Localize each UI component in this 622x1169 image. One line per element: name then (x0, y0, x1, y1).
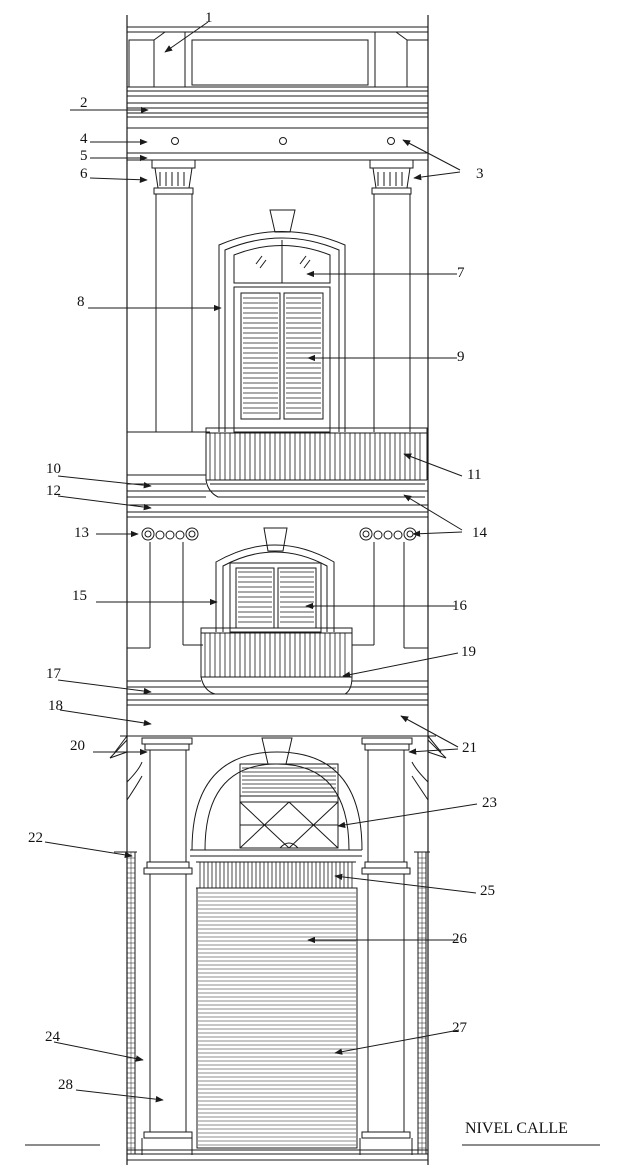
callout-5: 5 (80, 148, 88, 164)
callout-19: 19 (461, 644, 476, 660)
callout-25: 25 (480, 883, 495, 899)
entablature (127, 86, 428, 161)
leader-lines (44, 21, 478, 1103)
callout-7: 7 (457, 265, 465, 281)
fanlight-slats (242, 767, 336, 793)
callout-4: 4 (80, 131, 88, 147)
callout-13: 13 (74, 525, 89, 541)
callout-22: 22 (28, 830, 43, 846)
upper-window-louvers (243, 297, 321, 414)
mid-window-louvers (238, 571, 314, 623)
callout-9: 9 (457, 349, 465, 365)
arches (126, 737, 429, 851)
mid-balcony (127, 627, 428, 706)
callout-labels: 1 2 3 4 5 6 7 8 9 10 11 12 13 14 15 16 1… (28, 10, 568, 1137)
callout-20: 20 (70, 738, 85, 754)
callout-3: 3 (476, 166, 484, 182)
ground-line (25, 1144, 600, 1161)
upper-window (218, 209, 346, 433)
callout-17: 17 (46, 666, 62, 682)
callout-2: 2 (80, 95, 88, 111)
callout-18: 18 (48, 698, 63, 714)
callout-10: 10 (46, 461, 61, 477)
callout-21: 21 (462, 740, 477, 756)
callout-14: 14 (472, 525, 488, 541)
mid-balcony-railing (204, 633, 346, 677)
parapet (127, 26, 429, 88)
callout-8: 8 (77, 294, 85, 310)
ground-columns (141, 737, 413, 1155)
callout-23: 23 (482, 795, 497, 811)
rolling-shutter (196, 887, 358, 1149)
callout-26: 26 (452, 931, 468, 947)
callout-12: 12 (46, 483, 61, 499)
callout-28: 28 (58, 1077, 73, 1093)
callout-24: 24 (45, 1029, 61, 1045)
shutter-slats (198, 892, 356, 1146)
callout-6: 6 (80, 166, 88, 182)
callout-1: 1 (205, 10, 213, 26)
upper-balcony (127, 427, 428, 518)
callout-27: 27 (452, 1020, 468, 1036)
callout-15: 15 (72, 588, 87, 604)
upper-balcony-railing (209, 433, 421, 480)
ground-level-label: NIVEL CALLE (465, 1120, 568, 1137)
mid-storey (127, 527, 428, 649)
side-grilles (127, 852, 426, 1154)
ground-cornice (109, 735, 447, 759)
upper-pilasters (127, 159, 414, 433)
callout-16: 16 (452, 598, 468, 614)
callout-11: 11 (467, 467, 481, 483)
canopy-slats (199, 862, 353, 888)
fanlight-grille (239, 763, 339, 849)
